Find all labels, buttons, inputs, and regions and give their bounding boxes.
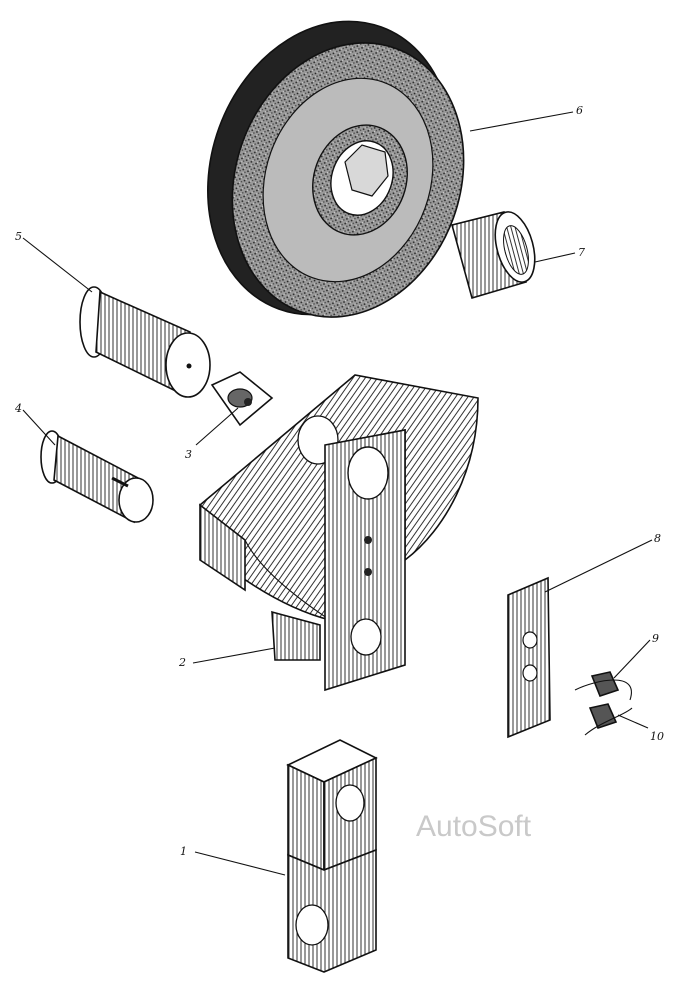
- part-9-bolt: [574, 671, 632, 701]
- callout-2: 2: [178, 656, 186, 669]
- callout-9: 9: [652, 632, 659, 645]
- callout-3: 3: [185, 448, 192, 461]
- watermark: AutoSoft: [416, 810, 532, 843]
- callout-10: 10: [650, 730, 664, 743]
- part-7-bushing: [451, 211, 536, 299]
- part-10-bolt: [584, 703, 633, 736]
- callout-7: 7: [578, 246, 585, 259]
- callout-1: 1: [180, 845, 187, 858]
- callout-labels: 1 2 3 4 5 6 7 8 9 10: [14, 104, 664, 858]
- callout-5: 5: [15, 230, 22, 243]
- part-1-block: [286, 739, 378, 973]
- part-2-bracket: [199, 374, 479, 692]
- part-8-plate: [507, 576, 551, 739]
- part-3-grease-fitting: [210, 371, 274, 427]
- leader-lines: [22, 111, 653, 876]
- callout-8: 8: [654, 532, 661, 545]
- callout-6: 6: [576, 104, 583, 117]
- part-5-pin: [79, 286, 211, 398]
- part-4-pin: [40, 430, 154, 524]
- callout-4: 4: [14, 402, 22, 415]
- part-6-pulley: [207, 20, 465, 318]
